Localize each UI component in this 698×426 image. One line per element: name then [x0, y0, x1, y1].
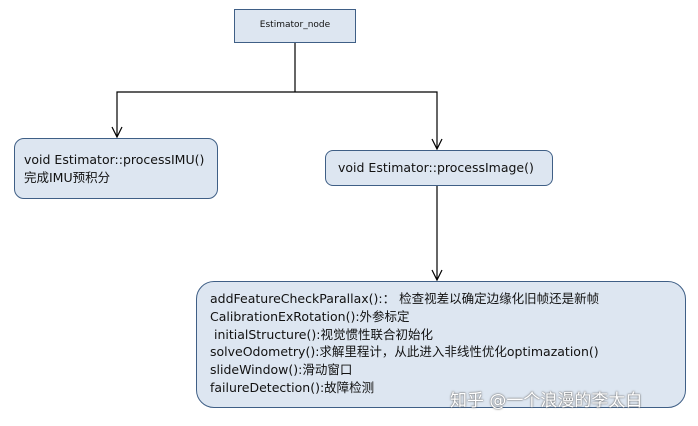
step-calibration-ex-rotation: CalibrationExRotation():外参标定	[210, 308, 410, 324]
step-failure-detection: failureDetection():故障检测	[210, 379, 375, 395]
step-add-feature-check-parallax: addFeatureCheckParallax():： 检查视差以确定边缘化旧帧…	[210, 291, 600, 306]
arrowhead-image	[431, 138, 443, 151]
process-imu-box: void Estimator::processIMU() 完成IMU预积分	[14, 138, 218, 199]
process-imu-signature: void Estimator::processIMU()	[24, 152, 205, 167]
arrowhead-imu	[111, 126, 123, 139]
zhihu-watermark: 知乎 @一个浪漫的李太白	[450, 391, 643, 411]
process-image-box: void Estimator::processImage()	[325, 150, 553, 186]
process-image-signature: void Estimator::processImage()	[338, 160, 534, 176]
step-slide-window: slideWindow():滑动窗口	[210, 362, 353, 378]
estimator-node-box: Estimator_node	[234, 9, 356, 43]
connector-root-to-imu	[116, 91, 295, 136]
connector-root-to-image	[295, 91, 438, 148]
arrowhead-steps	[431, 269, 443, 282]
step-solve-odometry: solveOdometry():求解里程计，从此进入非线性优化optimazat…	[210, 344, 599, 360]
step-initial-structure: initialStructure():视觉惯性联合初始化	[210, 326, 433, 342]
estimator-node-label: Estimator_node	[259, 20, 331, 31]
process-image-steps-box: addFeatureCheckParallax():： 检查视差以确定边缘化旧帧…	[196, 281, 686, 408]
process-imu-description: 完成IMU预积分	[24, 169, 111, 185]
